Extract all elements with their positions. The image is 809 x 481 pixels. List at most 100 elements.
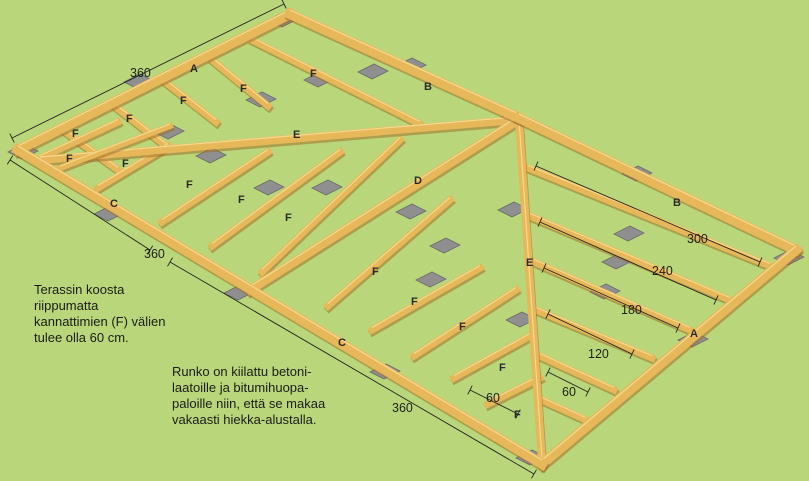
dimension-180: 180 [621, 303, 642, 317]
frame-b-top [283, 7, 527, 128]
frame-c-bottom [11, 143, 550, 474]
concrete-pad-24 [429, 237, 461, 254]
joist-right-6-highlight [541, 396, 587, 419]
dimension-120: 120 [588, 347, 609, 361]
concrete-pad-27 [253, 179, 285, 196]
dimension-240: 240 [652, 264, 673, 278]
part-labels: A A B B C C D E E F F F F F F F F F F F … [66, 63, 698, 421]
label-f-14: F [499, 362, 506, 374]
joist-right-5 [535, 351, 620, 398]
concrete-pad-26 [311, 179, 343, 196]
label-b-top: B [424, 81, 432, 93]
joist-lower-4 [207, 147, 346, 254]
joist-lower-4-body [207, 147, 345, 251]
joist-upper-3-highlight [163, 78, 217, 120]
label-f-12: F [411, 296, 418, 308]
joist-right-3-body [529, 257, 695, 335]
joist-right-2-body [525, 211, 735, 305]
beam-e-right-highlight [518, 118, 543, 460]
dim-line-120-tick-2 [629, 349, 635, 359]
label-f-4: F [240, 83, 247, 95]
joist-upper-5-highlight [251, 36, 421, 123]
dimension-300: 300 [687, 232, 708, 246]
joist-right-5-highlight [539, 352, 615, 389]
joist-lower-8 [409, 285, 522, 364]
dim-line-360-bottom-line [169, 261, 535, 475]
joist-lower-8-highlight [413, 286, 517, 355]
joist-lower-8-body [409, 285, 521, 361]
dim-line-360-left-a [6, 155, 154, 255]
joist-lower-5-body [257, 135, 405, 277]
concrete-pad-20 [613, 225, 645, 242]
beam-e-top-body [35, 115, 520, 165]
joist-right-6-body [537, 395, 591, 425]
frame-b-top-body [283, 7, 526, 125]
dim-line-360-left-a-tick-2 [146, 245, 154, 255]
dimension-360-left: 360 [144, 247, 165, 261]
label-d: D [414, 175, 422, 187]
label-f-15: F [514, 409, 521, 421]
label-f-13: F [459, 321, 466, 333]
label-f-10: F [285, 212, 292, 224]
frame-a-top-highlight [17, 9, 291, 147]
joist-right-3-highlight [533, 258, 691, 329]
dim-line-120-tick-1 [545, 309, 551, 319]
beam-e-left-brace-body [56, 122, 174, 172]
joist-upper-3-body [159, 76, 221, 127]
frame-a-right-body [534, 242, 804, 472]
dim-line-240-line [539, 221, 717, 301]
dim-line-300-tick-1 [533, 161, 539, 171]
dim-line-240 [537, 217, 719, 305]
dim-line-360-bottom-tick-1 [167, 257, 173, 267]
joist-lower-1-highlight [35, 118, 119, 159]
label-f-1: F [72, 128, 79, 140]
dim-line-360-left-a-tick-1 [6, 155, 14, 165]
joist-lower-7 [367, 263, 486, 338]
joist-lower-9-highlight [453, 332, 531, 377]
label-f-2: F [126, 113, 133, 125]
joist-upper-3 [159, 76, 222, 130]
joist-upper-4-body [207, 55, 273, 111]
frame-c-bottom-body [11, 143, 549, 471]
label-a-top: A [190, 63, 198, 75]
concrete-pad-16 [357, 63, 389, 80]
beam-e-left-brace-highlight [59, 123, 171, 167]
dim-line-120-line [547, 313, 633, 355]
dim-line-60-right-tick-2 [585, 387, 591, 397]
joist-upper-2-body [107, 99, 171, 151]
joist-lower-4-highlight [211, 149, 341, 244]
dim-line-60-right-line [547, 371, 589, 393]
beam-d-body [243, 115, 522, 297]
frame-b-top-highlight [289, 9, 520, 115]
joist-upper-1-body [55, 123, 123, 175]
joist-lower-5-highlight [261, 137, 401, 270]
dim-line-60-right-tick-1 [545, 367, 551, 377]
beam-d [243, 115, 523, 299]
label-b-right: B [673, 197, 681, 209]
dim-line-360-top-tick-1 [9, 133, 15, 143]
outer-frame [11, 7, 805, 474]
joist-lower-6 [323, 195, 456, 314]
joist-lower-7-body [367, 263, 485, 335]
frame-c-bottom-highlight [17, 145, 543, 461]
dim-line-60-right [545, 367, 591, 397]
dim-line-300-tick-2 [757, 257, 763, 267]
dim-line-240-tick-1 [537, 217, 543, 227]
frame-b-right-highlight [518, 113, 797, 247]
beam-d-highlight [249, 117, 516, 288]
joist-lower-3-highlight [161, 148, 269, 221]
dim-line-360-top-line [11, 3, 285, 139]
dim-line-300 [533, 161, 763, 267]
joist-upper-5 [247, 35, 426, 132]
joist-right-4-body [531, 305, 657, 363]
joists-f [31, 35, 776, 428]
joist-right-4-highlight [535, 306, 653, 357]
frame-a-right-highlight [541, 245, 797, 461]
frame-a-top-body [11, 7, 297, 157]
joist-upper-4-highlight [211, 57, 269, 104]
label-f-9: F [238, 194, 245, 206]
dim-line-60-left-tick-2 [515, 409, 521, 419]
dimension-360-top: 360 [130, 66, 151, 80]
